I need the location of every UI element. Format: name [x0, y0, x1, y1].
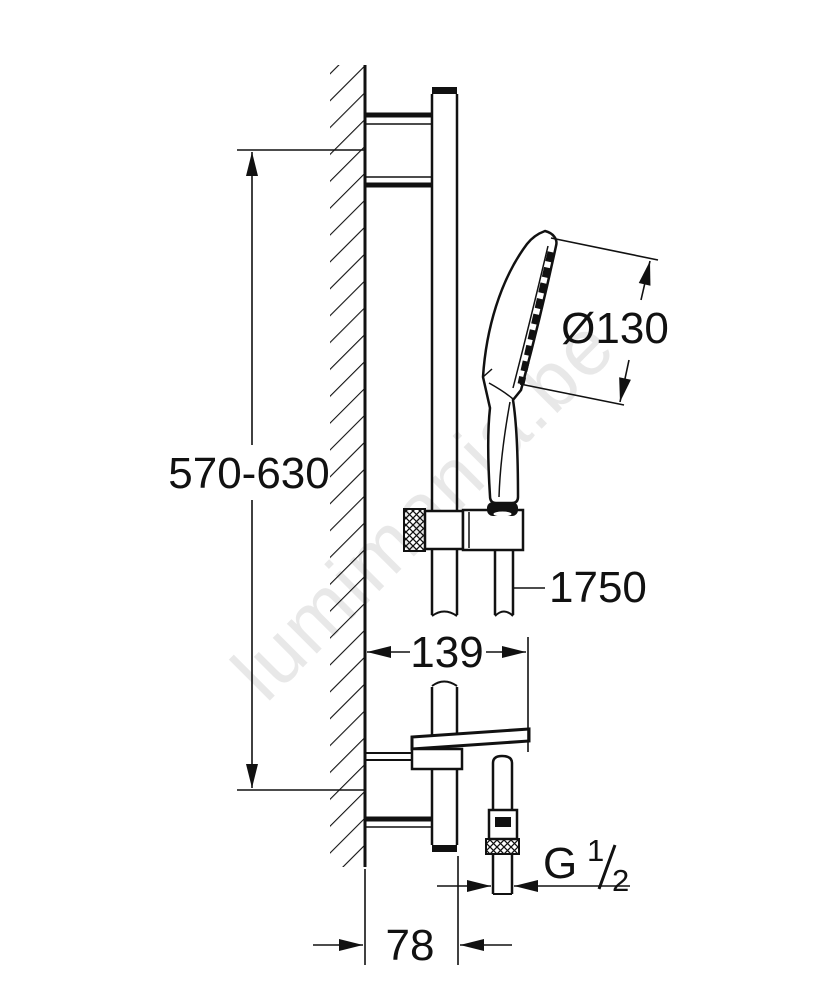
- hand-shower: [481, 229, 558, 505]
- handle-cone-seat: [487, 502, 518, 516]
- face-plate-line: [512, 245, 549, 389]
- dim-head-diameter-label: Ø130: [561, 304, 669, 353]
- handle-contour-line: [498, 401, 511, 498]
- tray-clamp: [410, 747, 464, 771]
- dim-hose-length-label: 1750: [549, 563, 647, 612]
- dimension-holder-offset: 139: [367, 628, 529, 752]
- wall-hatch: [330, 65, 365, 867]
- rail-bottom-cap: [432, 845, 457, 852]
- nozzle-band: [517, 251, 555, 385]
- slider-holder: [403, 502, 525, 552]
- dimension-hose-length: 1750: [514, 563, 647, 612]
- rail-break-line: [431, 610, 458, 617]
- dimension-rail-height: 570-630: [168, 149, 365, 791]
- hose-break-line: [494, 610, 514, 617]
- locking-knob: [403, 508, 426, 552]
- dim-rail-height-label: 570-630: [168, 449, 329, 498]
- wall-bracket-bottom: [365, 816, 432, 828]
- holder-cup: [461, 508, 525, 552]
- rail-break-line: [431, 680, 458, 687]
- dim-thread-denominator: 2: [612, 863, 629, 898]
- dimension-wall-offset: 78: [313, 856, 512, 970]
- hose-nut-knurled: [485, 838, 520, 855]
- tray-surface: [410, 727, 531, 751]
- hose-fitting: [487, 808, 519, 841]
- dim-thread-letter: G: [543, 839, 577, 888]
- dimension-thread: G 1 2: [437, 833, 630, 898]
- dim-holder-offset-label: 139: [410, 628, 483, 677]
- shelf-tray: [365, 727, 531, 771]
- wall-bracket-top: [365, 112, 431, 188]
- dim-thread-numerator: 1: [587, 833, 604, 868]
- slider-body: [423, 509, 465, 551]
- shower-rail: [430, 87, 459, 852]
- hose-lower-segment: [491, 754, 514, 810]
- shower-hose: [485, 550, 520, 895]
- dimension-head-diameter: Ø130: [519, 237, 669, 406]
- rail-top-cap: [432, 87, 457, 94]
- wall: [330, 65, 367, 867]
- dim-wall-offset-label: 78: [386, 921, 435, 970]
- fraction-slash: [597, 844, 617, 890]
